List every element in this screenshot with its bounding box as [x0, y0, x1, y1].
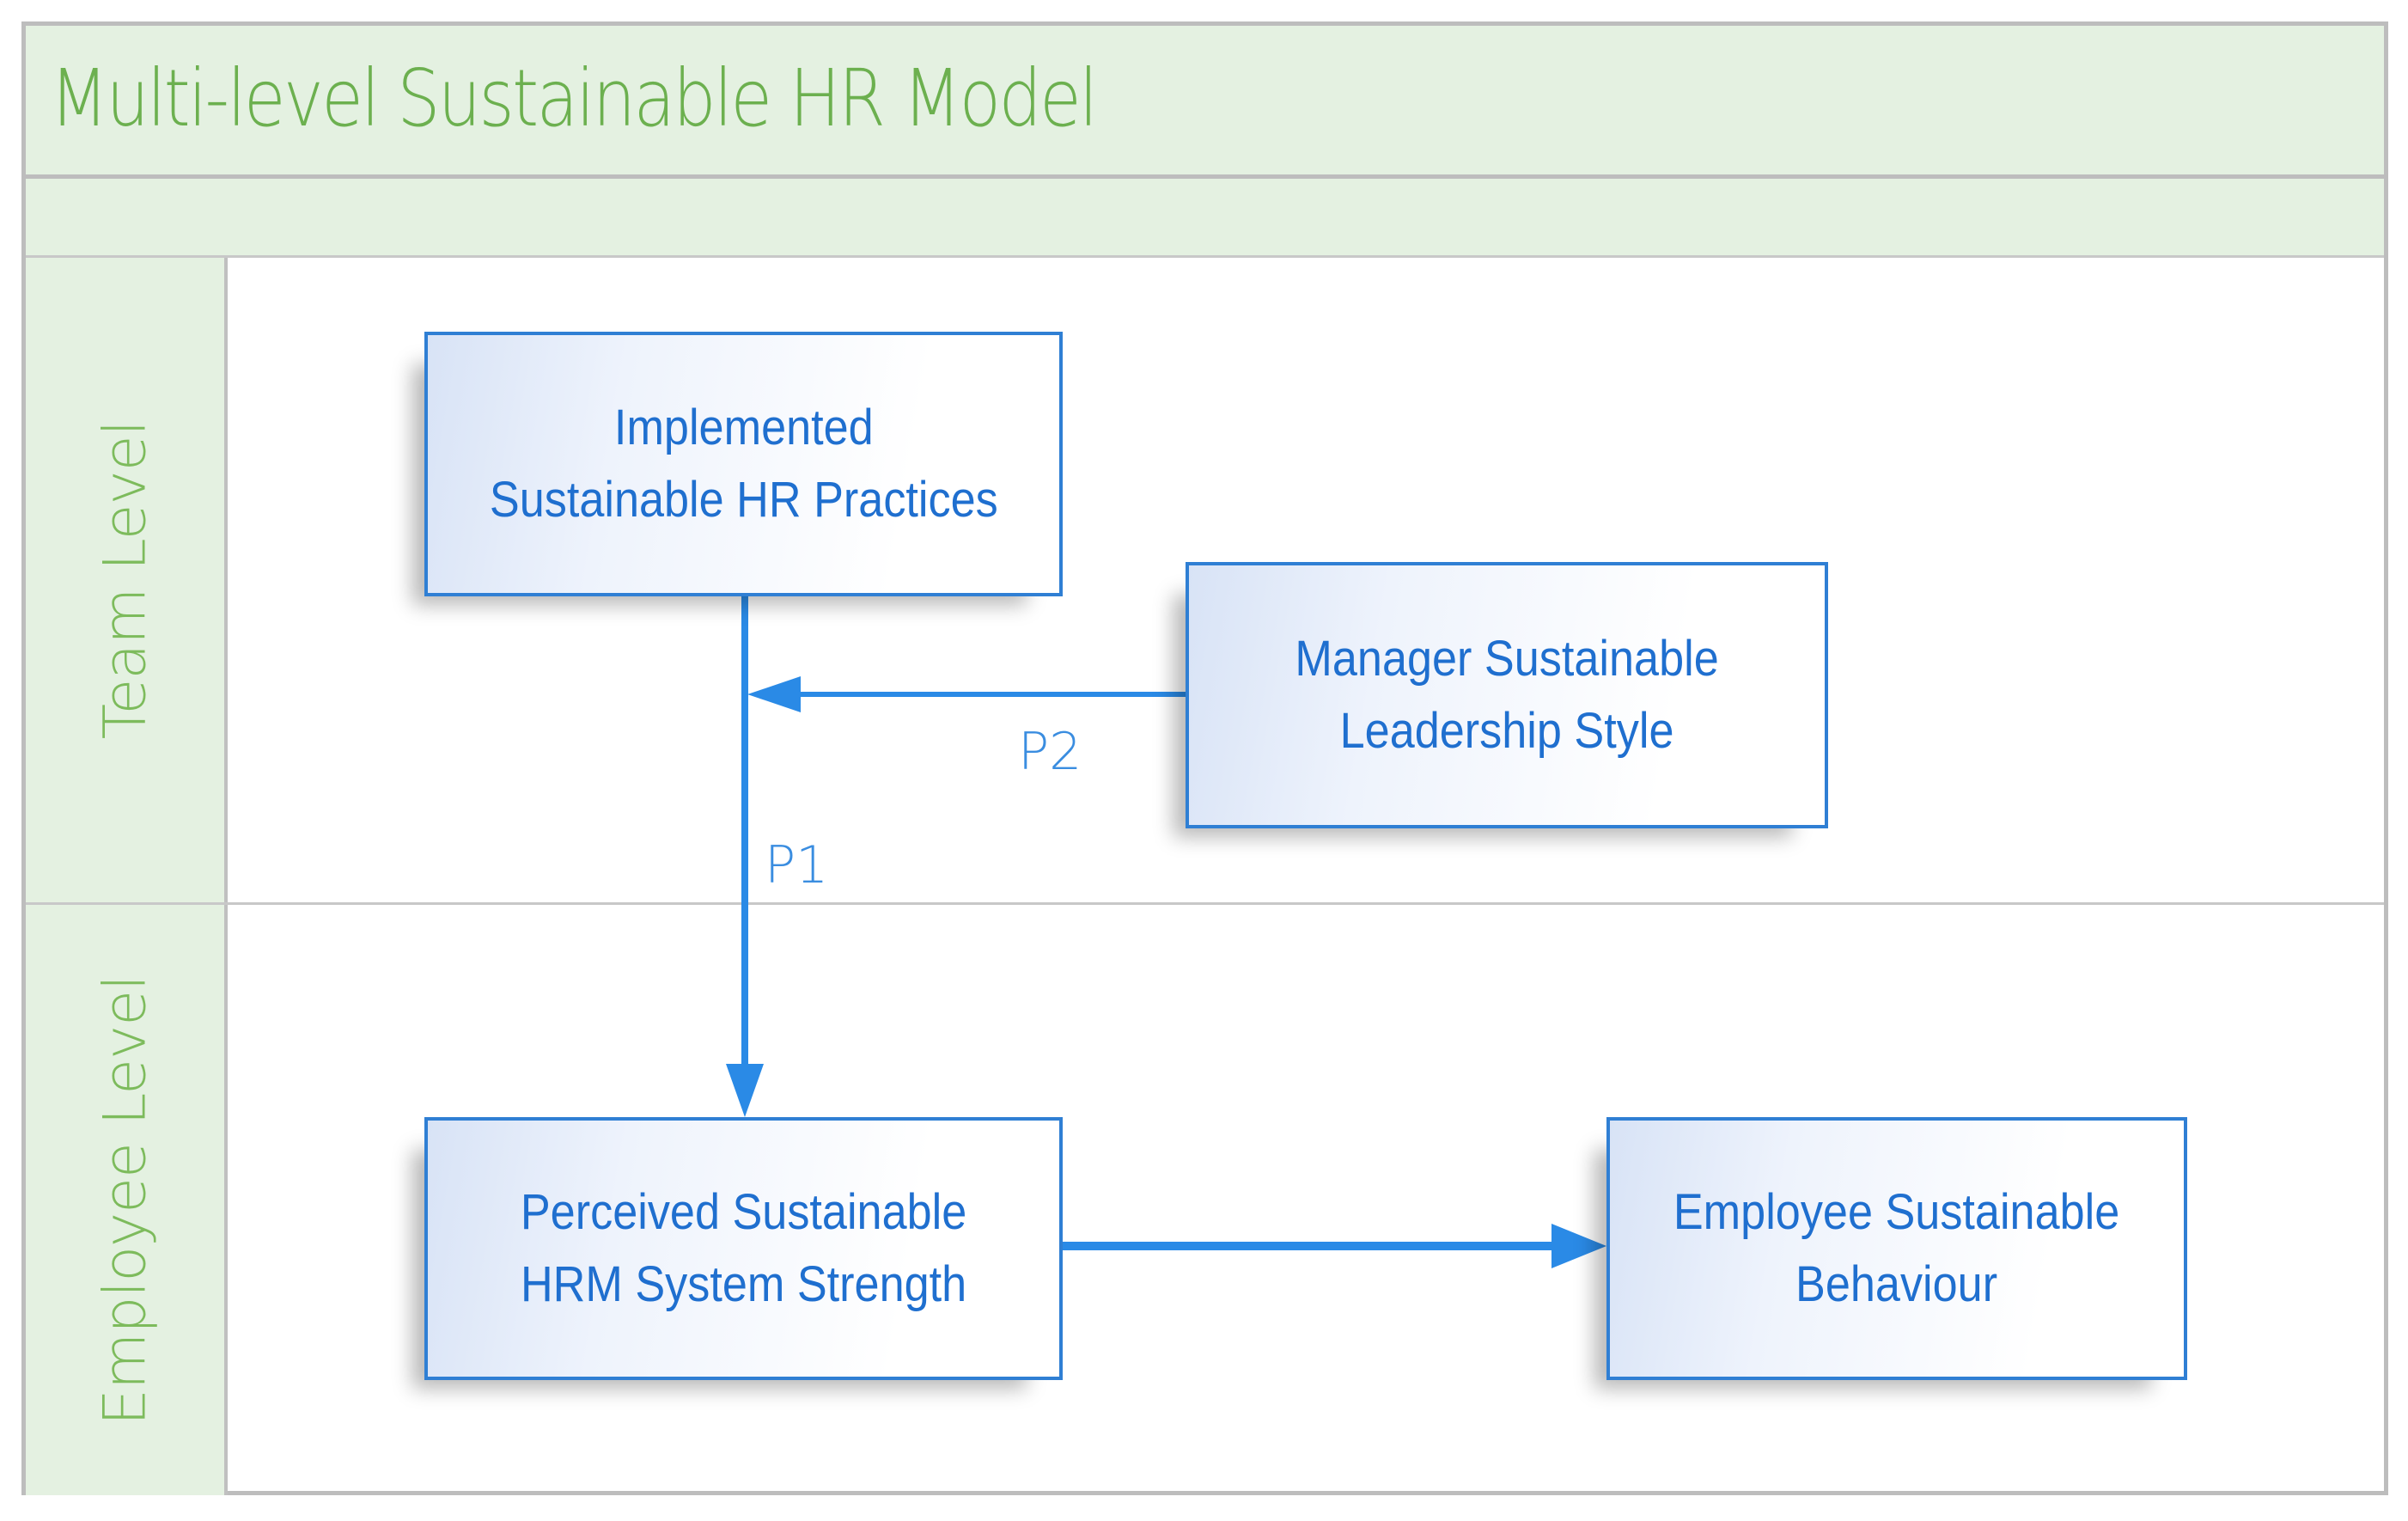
node-manager-leadership[interactable]: Manager Sustainable Leadership Style	[1186, 562, 1828, 828]
node-perceived-hrm-strength[interactable]: Perceived Sustainable HRM System Strengt…	[424, 1117, 1063, 1380]
lane-label-team: Team Level	[91, 420, 159, 740]
node-implemented-practices[interactable]: Implemented Sustainable HR Practices	[424, 332, 1063, 596]
lane-team-level: Team Level	[26, 258, 2384, 905]
node-implemented-text: Implemented Sustainable HR Practices	[489, 400, 998, 528]
edge-label-p1: P1	[765, 835, 829, 895]
lane-header-employee: Employee Level	[26, 905, 228, 1495]
title-band: Multi-level Sustainable HR Model	[26, 26, 2384, 179]
node-perceived-text: Perceived Sustainable HRM System Strengt…	[520, 1184, 967, 1312]
diagram-title: Multi-level Sustainable HR Model	[50, 52, 1098, 144]
subheader-band	[26, 179, 2384, 258]
node-manager-text: Manager Sustainable Leadership Style	[1295, 631, 1719, 759]
lane-label-employee: Employee Level	[91, 974, 159, 1426]
edge-label-p2: P2	[1018, 722, 1082, 782]
node-behaviour-text: Employee Sustainable Behaviour	[1673, 1184, 2120, 1312]
node-employee-behaviour[interactable]: Employee Sustainable Behaviour	[1606, 1117, 2187, 1380]
lane-employee-level: Employee Level	[26, 905, 2384, 1495]
lane-header-team: Team Level	[26, 258, 228, 902]
